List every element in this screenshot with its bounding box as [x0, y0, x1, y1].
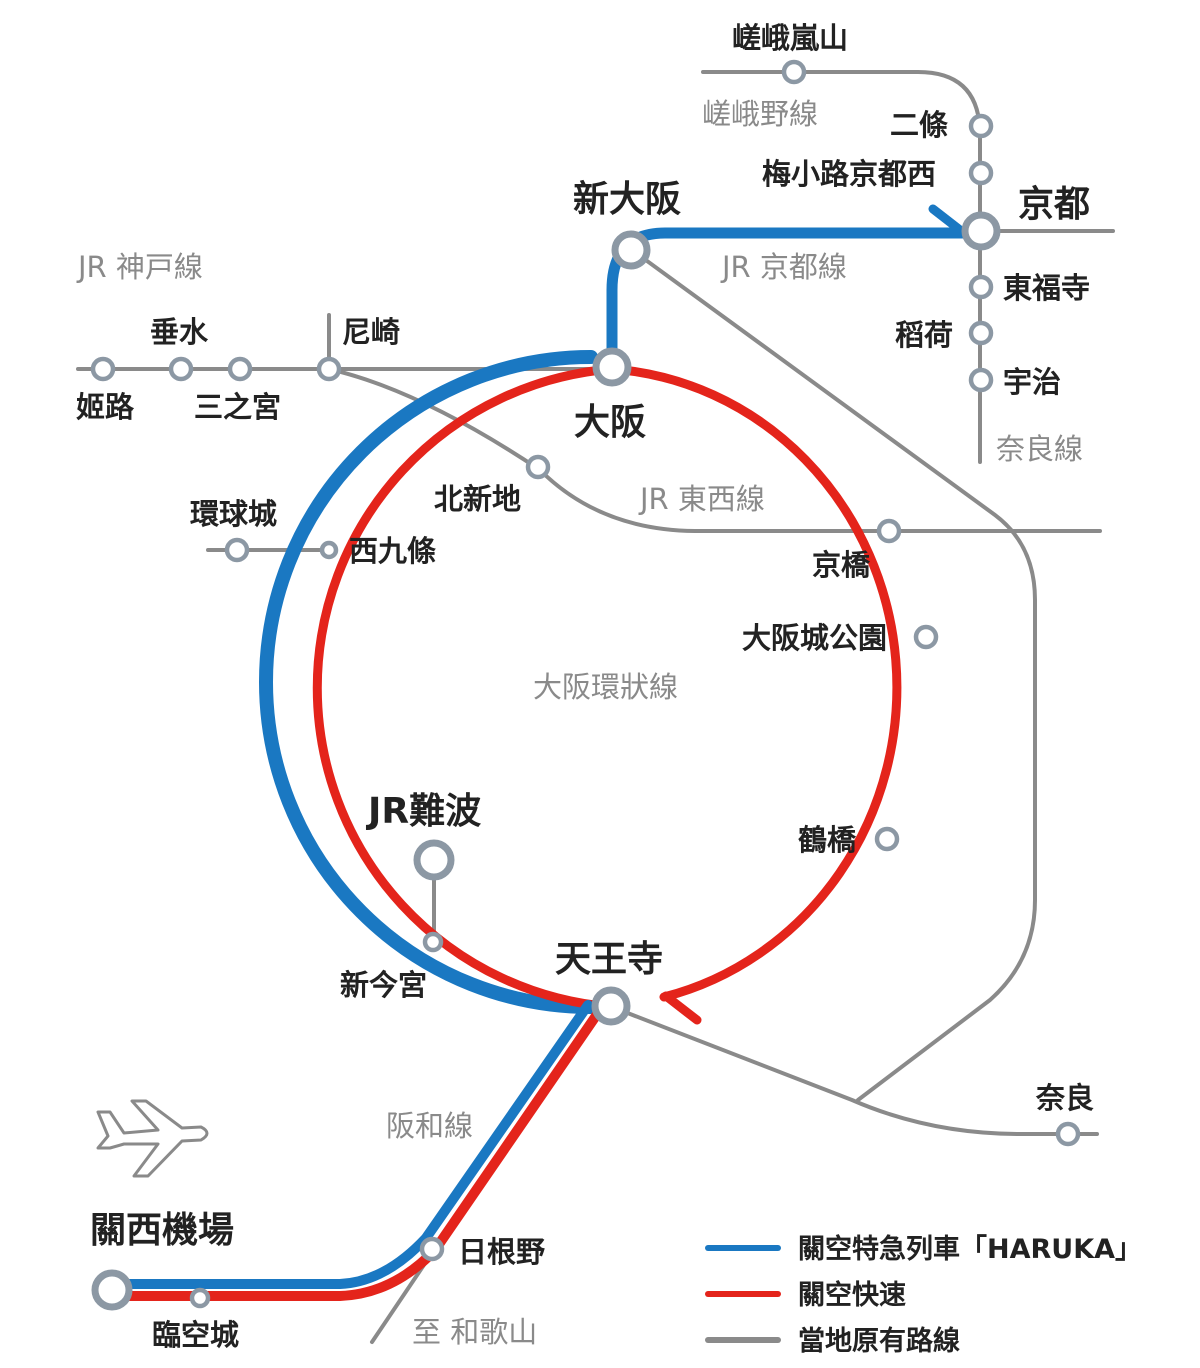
- universal-label: 環球城: [190, 497, 277, 531]
- tozai-line-label: JR 東西線: [638, 482, 765, 516]
- osaka-node[interactable]: [592, 347, 632, 387]
- to-wakayama-label: 至 和歌山: [412, 1315, 537, 1349]
- kitashinchi-label: 北新地: [434, 482, 521, 516]
- rinku-label: 臨空城: [152, 1318, 239, 1352]
- shin-osaka-node[interactable]: [611, 230, 651, 270]
- inari-label: 稻荷: [895, 318, 953, 352]
- loop-west-track: [312, 364, 617, 1012]
- osakajokoen-label: 大阪城公園: [742, 621, 887, 655]
- universal-node[interactable]: [224, 537, 250, 563]
- shin-imamiya-label: 新今宮: [340, 968, 427, 1002]
- amagasaki-node[interactable]: [316, 356, 342, 382]
- kix-label: 關西機場: [90, 1210, 234, 1251]
- rinku-node[interactable]: [189, 1287, 211, 1309]
- nijo-label: 二條: [890, 108, 948, 142]
- inari-node[interactable]: [968, 320, 994, 346]
- saga-arashiyama-label: 嵯峨嵐山: [732, 21, 848, 55]
- tsuruhashi-node[interactable]: [874, 826, 900, 852]
- airplane-icon: [96, 1099, 209, 1178]
- kyoto-line-label: JR 京都線: [720, 250, 847, 284]
- nishikujo-label: 西九條: [349, 534, 436, 568]
- uji-label: 宇治: [1003, 365, 1061, 399]
- haruka-loop-track: [259, 350, 598, 1014]
- himeji-node[interactable]: [90, 356, 116, 382]
- nishikujo-node[interactable]: [319, 540, 339, 560]
- kyoto-arrow: [928, 204, 965, 235]
- kyoto-label: 京都: [1018, 183, 1090, 225]
- hanwa-line-label: 阪和線: [386, 1109, 473, 1143]
- loop-line-label: 大阪環狀線: [533, 670, 678, 704]
- sannomiya-node[interactable]: [227, 356, 253, 382]
- sannomiya-label: 三之宮: [194, 390, 281, 424]
- umekoji-label: 梅小路京都西: [762, 157, 936, 191]
- nara-label: 奈良: [1035, 1081, 1094, 1115]
- osaka-label: 大阪: [574, 402, 646, 443]
- tennoji-label: 天王寺: [555, 939, 663, 980]
- kyobashi-node[interactable]: [876, 518, 902, 544]
- tofukuji-node[interactable]: [968, 274, 994, 300]
- kyoto-node[interactable]: [961, 211, 1001, 251]
- kyobashi-label: 京橋: [812, 548, 871, 582]
- kobe-line-label: JR 神戸線: [76, 250, 203, 284]
- loop-direction-arrow: [661, 991, 702, 1025]
- jr-namba-label: JR難波: [365, 791, 481, 832]
- legend: 關空特急列車「HARUKA」 關空快速 當地原有路線: [705, 1233, 1142, 1357]
- kix-node[interactable]: [91, 1269, 133, 1311]
- uji-node[interactable]: [968, 367, 994, 393]
- hineno-label: 日根野: [458, 1235, 545, 1269]
- jr-namba-node[interactable]: [413, 839, 455, 881]
- sagano-line-label: 嵯峨野線: [702, 97, 818, 131]
- shin-osaka-label: 新大阪: [573, 179, 681, 220]
- osakajokoen-node[interactable]: [913, 624, 939, 650]
- nara-node[interactable]: [1055, 1121, 1081, 1147]
- legend-kanku-label: 關空快速: [798, 1279, 906, 1311]
- kitashinchi-node[interactable]: [525, 454, 551, 480]
- tarumi-node[interactable]: [168, 356, 194, 382]
- tarumi-label: 垂水: [150, 315, 209, 349]
- saga-arashiyama-node[interactable]: [781, 59, 807, 85]
- tofukuji-label: 東福寺: [1003, 271, 1090, 305]
- shin-osaka-freight-track: [630, 248, 1037, 1102]
- nijo-node[interactable]: [968, 113, 994, 139]
- umekoji-node[interactable]: [968, 160, 994, 186]
- tsuruhashi-label: 鶴橋: [798, 823, 857, 857]
- legend-local-label: 當地原有路線: [798, 1325, 960, 1357]
- himeji-label: 姬路: [76, 390, 135, 424]
- tennoji-node[interactable]: [591, 986, 631, 1026]
- nara-line-label: 奈良線: [996, 432, 1083, 466]
- shin-imamiya-node[interactable]: [422, 931, 444, 953]
- legend-haruka-label: 關空特急列車「HARUKA」: [798, 1233, 1142, 1265]
- loop-east-track: [607, 364, 902, 1002]
- amagasaki-label: 尼崎: [342, 315, 400, 349]
- hineno-node[interactable]: [419, 1236, 445, 1262]
- yamatoji-line-track: [610, 1005, 1099, 1136]
